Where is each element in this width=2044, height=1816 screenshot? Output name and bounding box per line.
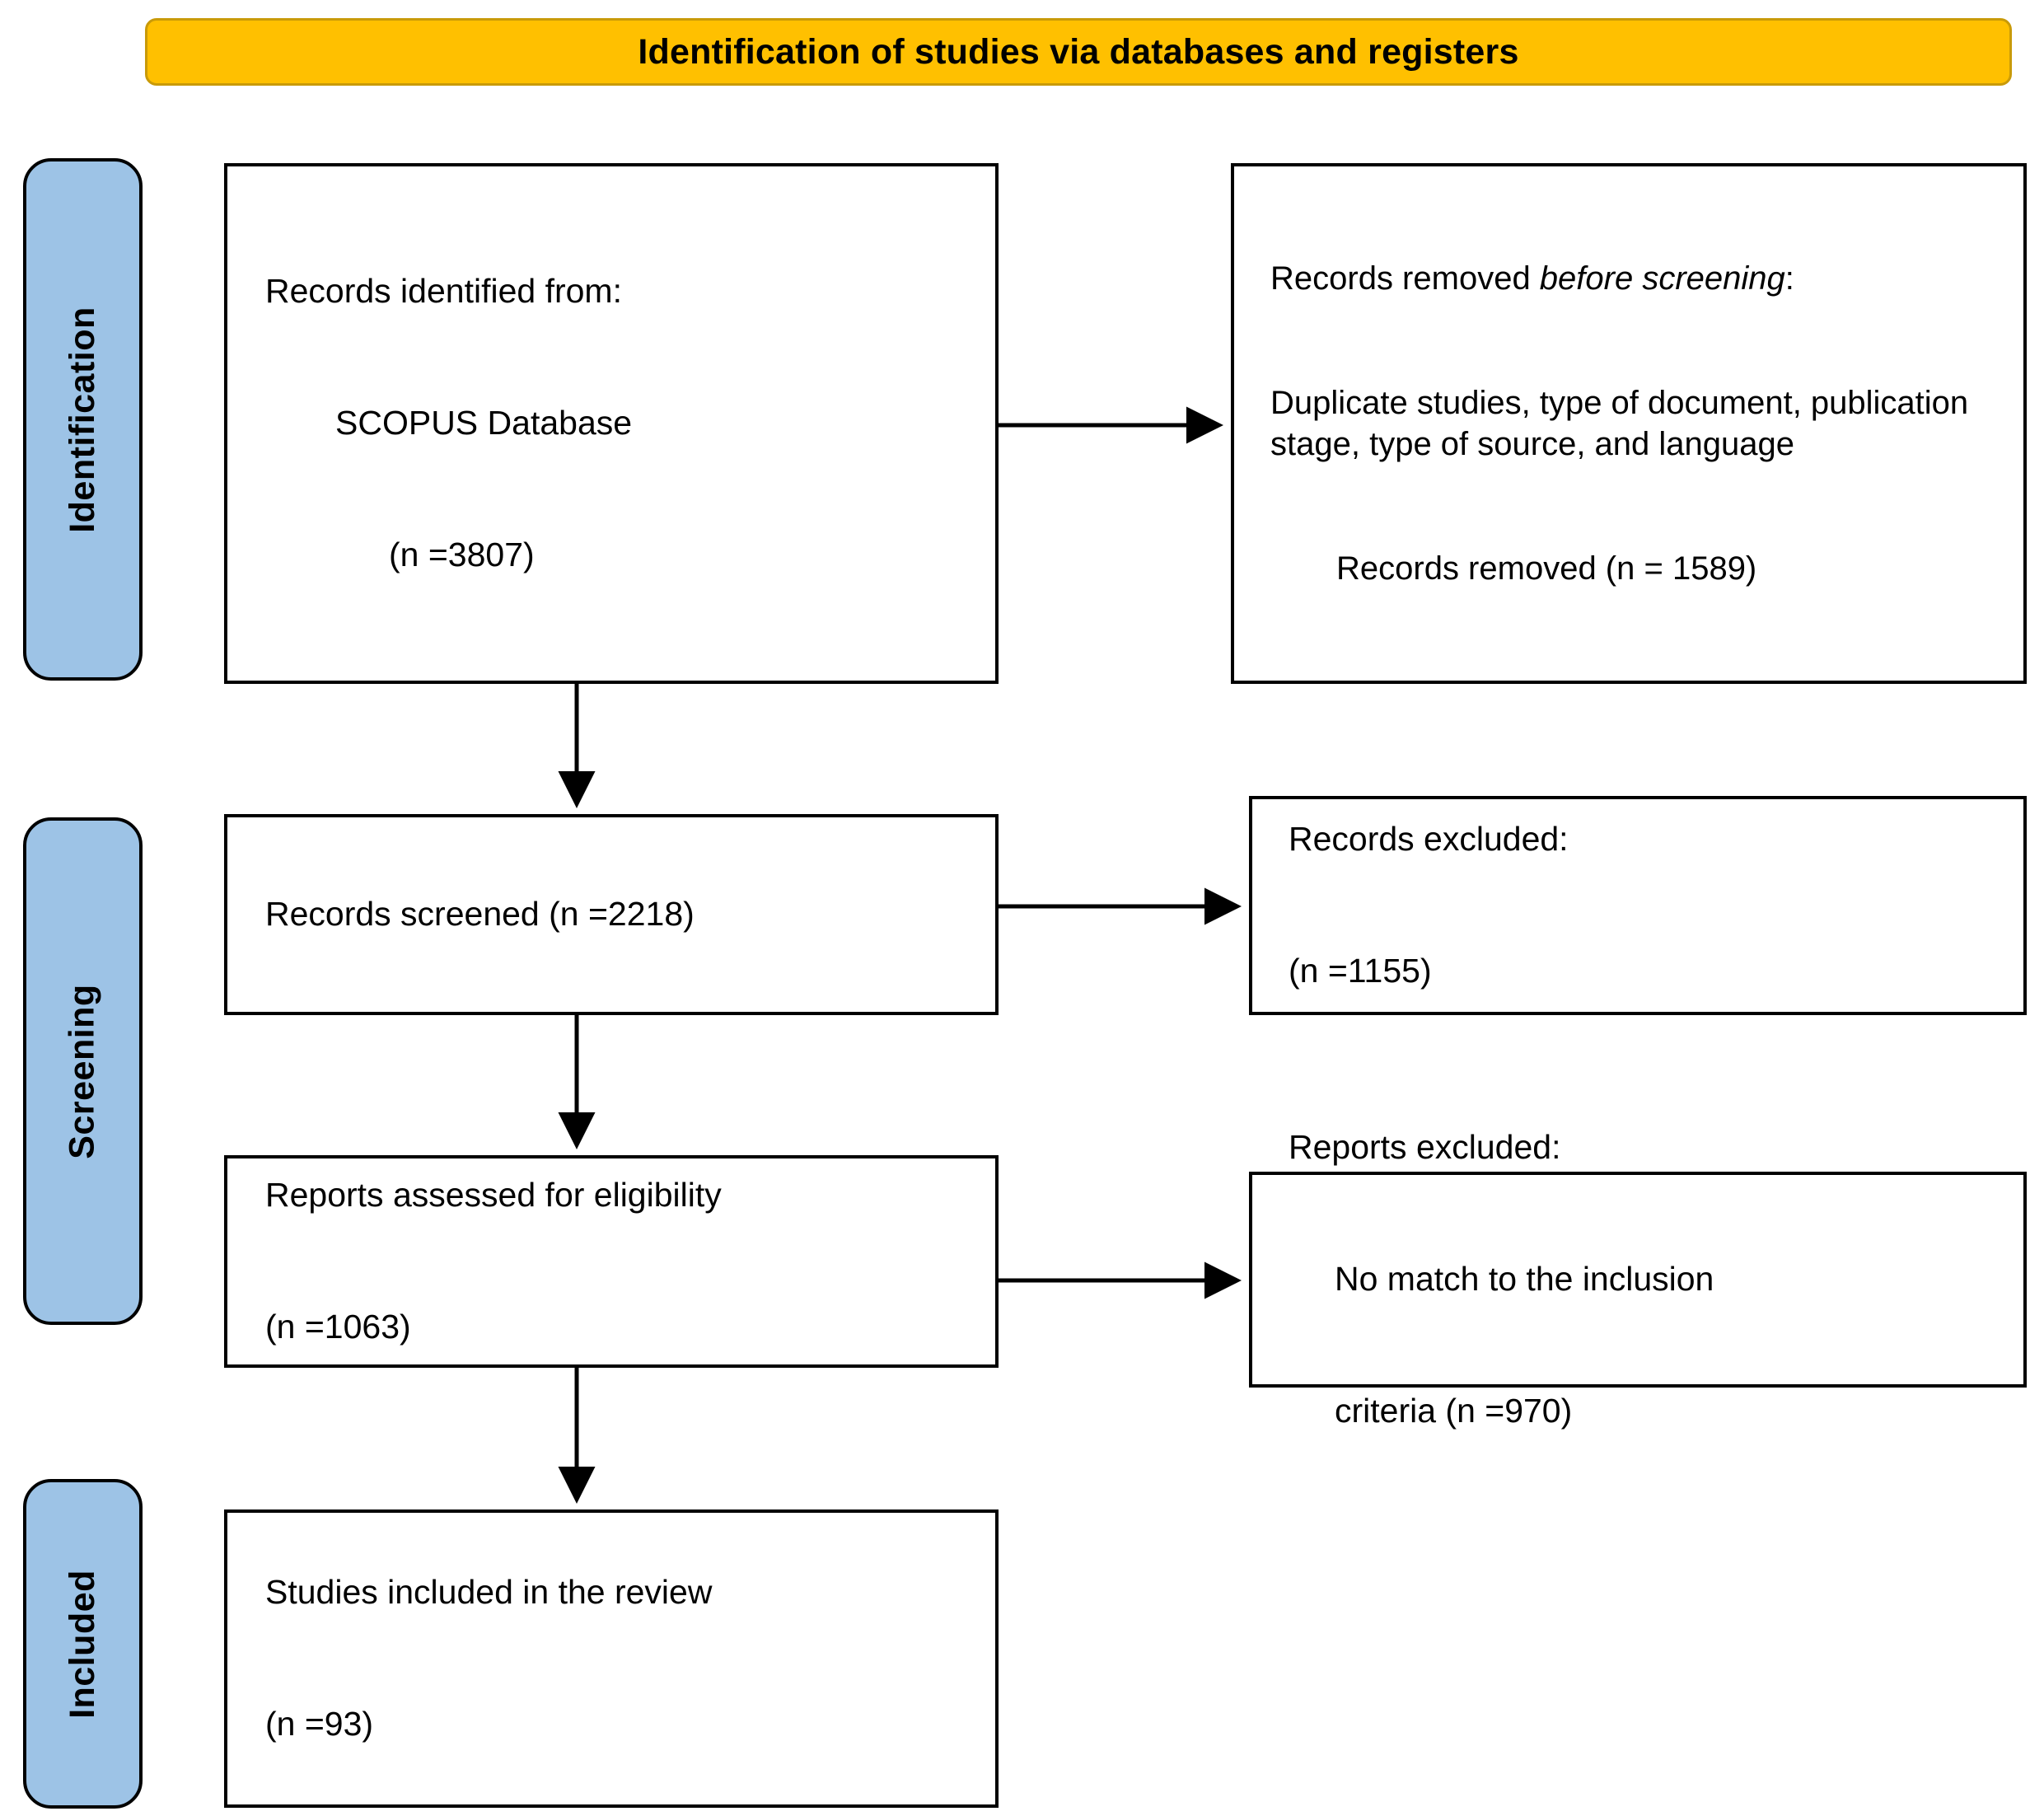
reports-assessed-line1: Reports assessed for eligibility bbox=[265, 1176, 722, 1215]
records-removed-reasons: Duplicate studies, type of document, pub… bbox=[1270, 384, 1978, 462]
stage-label-screening: Screening bbox=[23, 817, 143, 1325]
box-reports-assessed-text: Reports assessed for eligibility (n =106… bbox=[227, 1086, 995, 1437]
box-studies-included: Studies included in the review (n =93) bbox=[224, 1509, 999, 1808]
records-identified-line3: (n =3807) bbox=[389, 536, 535, 574]
studies-included-line2: (n =93) bbox=[265, 1705, 374, 1743]
box-records-screened-text: Records screened (n =2218) bbox=[265, 895, 695, 934]
records-excluded-line2: (n =1155) bbox=[1289, 952, 1432, 990]
box-records-removed-text: Records removed before screening: Duplic… bbox=[1234, 176, 2023, 672]
box-reports-assessed: Reports assessed for eligibility (n =106… bbox=[224, 1155, 999, 1368]
box-records-excluded-text: Records excluded: (n =1155) bbox=[1252, 730, 2023, 1081]
stage-label-included: Included bbox=[23, 1479, 143, 1809]
reports-excluded-line1: Reports excluded: bbox=[1289, 1128, 1561, 1167]
stage-label-screening-text: Screening bbox=[63, 983, 102, 1159]
box-records-excluded: Records excluded: (n =1155) bbox=[1249, 796, 2027, 1015]
diagram-title: Identification of studies via databases … bbox=[638, 31, 1519, 72]
records-removed-heading-normal: Records removed bbox=[1270, 260, 1540, 297]
records-removed-heading-italic: before screening bbox=[1539, 260, 1785, 297]
records-removed-count: Records removed (n = 1589) bbox=[1336, 550, 1757, 587]
box-studies-included-text: Studies included in the review (n =93) bbox=[227, 1483, 995, 1816]
reports-excluded-line2: No match to the inclusion bbox=[1335, 1260, 1714, 1299]
stage-label-identification-text: Identification bbox=[63, 306, 102, 533]
records-excluded-line1: Records excluded: bbox=[1289, 820, 1569, 859]
diagram-header-banner: Identification of studies via databases … bbox=[145, 18, 2012, 86]
reports-assessed-line2: (n =1063) bbox=[265, 1308, 411, 1346]
box-reports-excluded-text: Reports excluded: No match to the inclus… bbox=[1252, 1038, 2023, 1521]
records-removed-heading: Records removed before screening: bbox=[1270, 258, 2004, 299]
box-records-removed-before-screening: Records removed before screening: Duplic… bbox=[1231, 163, 2027, 684]
box-reports-excluded: Reports excluded: No match to the inclus… bbox=[1249, 1128, 2027, 1430]
studies-included-line1: Studies included in the review bbox=[265, 1573, 713, 1612]
records-identified-line1: Records identified from: bbox=[265, 272, 622, 311]
stage-label-identification: Identification bbox=[23, 158, 143, 681]
stage-label-included-text: Included bbox=[63, 1569, 103, 1719]
box-records-identified: Records identified from: SCOPUS Database… bbox=[224, 163, 999, 684]
records-identified-line2: SCOPUS Database bbox=[335, 404, 633, 442]
reports-excluded-line3: criteria (n =970) bbox=[1335, 1392, 1573, 1430]
box-records-identified-text: Records identified from: SCOPUS Database… bbox=[227, 182, 995, 665]
records-removed-heading-colon: : bbox=[1784, 260, 1794, 297]
box-records-screened: Records screened (n =2218) bbox=[224, 814, 999, 1015]
